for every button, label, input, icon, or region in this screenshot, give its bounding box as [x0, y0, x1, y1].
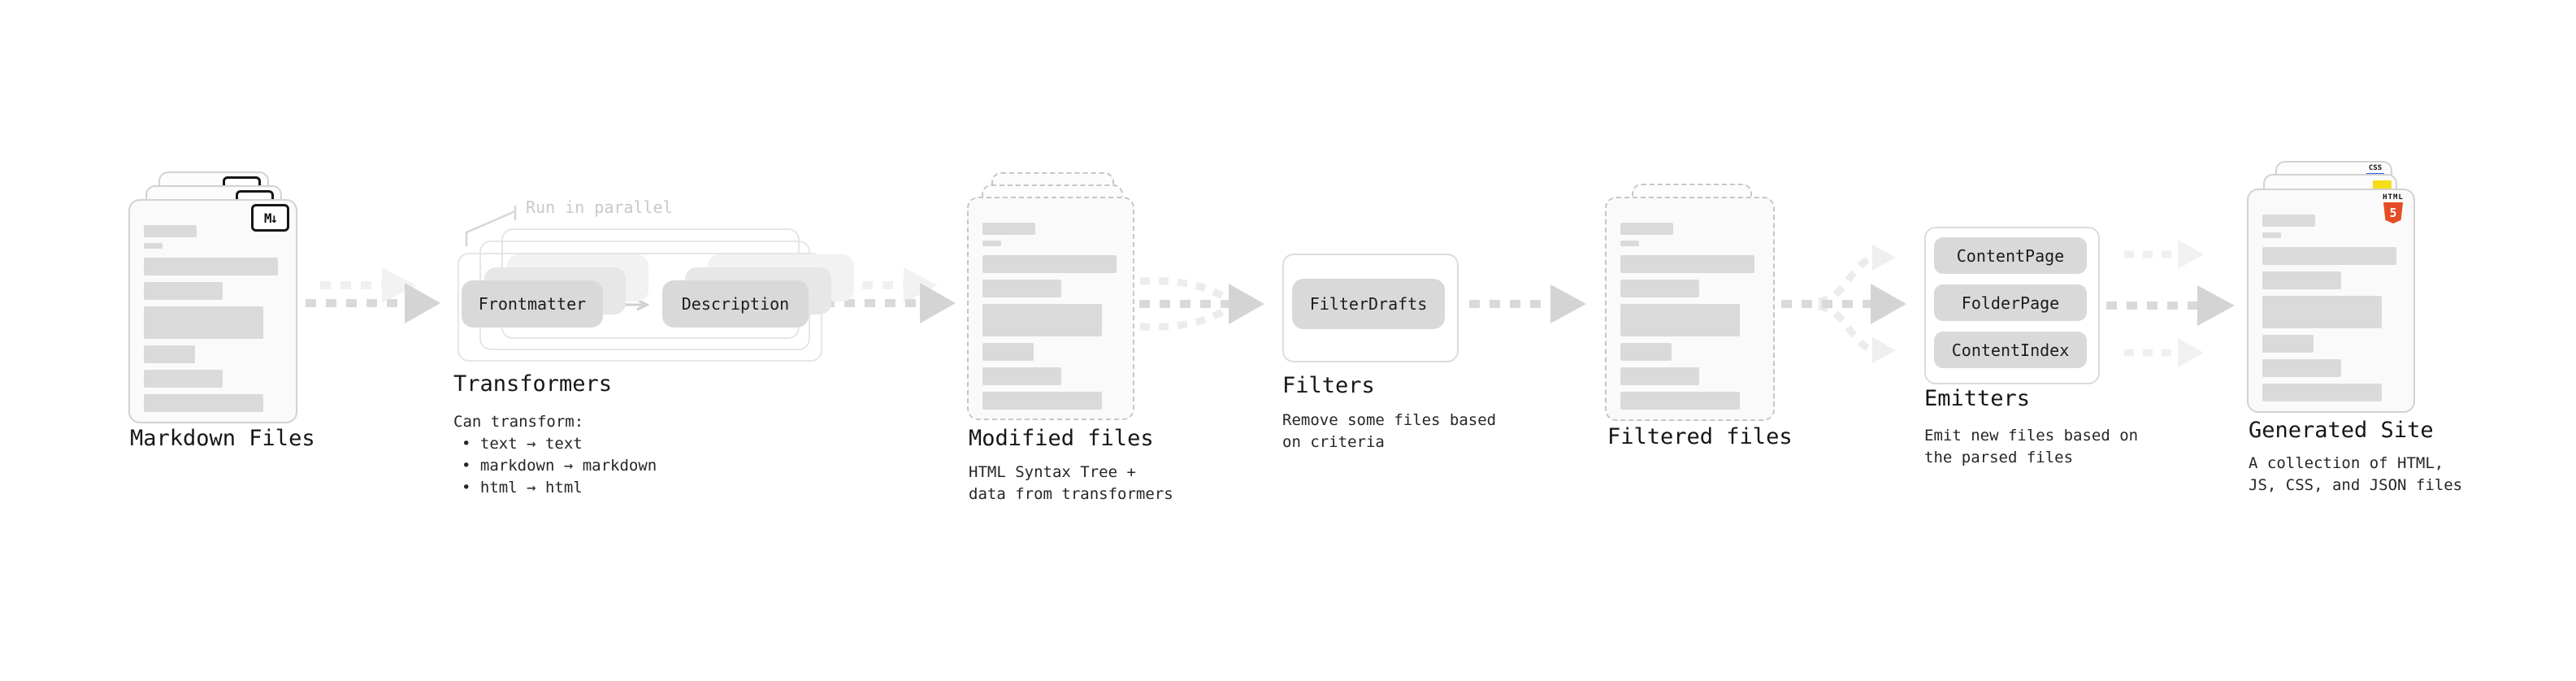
text-line-bar: [144, 345, 195, 363]
text-line-bar: [982, 304, 1102, 336]
text-line-bar: [2262, 359, 2341, 377]
document-card: M↓: [128, 199, 297, 423]
text-line-bar: [982, 392, 1102, 410]
transformers-bullet: • html → html: [462, 479, 583, 497]
text-line-bar: [982, 367, 1061, 385]
text-line-bar: [1620, 392, 1740, 410]
filter-step-filterdrafts: FilterDrafts: [1292, 279, 1445, 329]
text-line-bar: [2262, 232, 2281, 238]
text-line-bar: [144, 370, 223, 388]
html5-icon-label: HTML: [2383, 193, 2404, 202]
arrow-filters-to-filtered: [1469, 284, 1586, 323]
text-line-bar: [982, 223, 1035, 235]
filters-desc: on criteria: [1282, 433, 1385, 451]
text-line-bar: [144, 306, 263, 339]
emitter-step-contentindex: ContentIndex: [1934, 332, 2087, 368]
run-in-parallel-annotation: Run in parallel: [526, 197, 673, 217]
html5-icon: HTML 5: [2383, 193, 2404, 223]
generated-site-desc: A collection of HTML,: [2249, 454, 2444, 472]
text-line-bar: [982, 255, 1117, 273]
emitter-step-contentpage: ContentPage: [1934, 237, 2087, 274]
transformer-step-frontmatter: Frontmatter: [462, 280, 603, 327]
transformers-bullet: • markdown → markdown: [462, 457, 657, 475]
emitters-desc: Emit new files based on: [1924, 427, 2139, 445]
text-line-bar: [1620, 280, 1699, 297]
document-card: HTML 5: [2247, 189, 2415, 413]
filters-desc: Remove some files based: [1282, 411, 1497, 429]
stage-label-markdown-files: Markdown Files: [130, 426, 315, 451]
text-line-bar: [2262, 335, 2314, 353]
transformers-bullet: • text → text: [462, 435, 583, 453]
document-card: [967, 197, 1134, 420]
markdown-icon: M↓: [251, 204, 289, 232]
stage-label-emitters: Emitters: [1924, 386, 2031, 411]
text-line-bar: [144, 282, 223, 300]
text-line-bar: [1620, 304, 1740, 336]
text-line-bar: [144, 225, 197, 237]
css-badge-label: CSS: [2368, 164, 2383, 172]
transformer-step-description: Description: [662, 280, 809, 327]
text-line-bar: [2262, 215, 2315, 227]
arrow-filtered-to-emitters: [1781, 245, 1906, 363]
text-line-bar: [1620, 367, 1699, 385]
text-line-bar: [144, 258, 278, 275]
text-line-bar: [144, 243, 163, 249]
js-badge: [2373, 180, 2392, 189]
transformers-desc-heading: Can transform:: [453, 413, 584, 431]
emitters-desc: the parsed files: [1924, 449, 2074, 466]
text-line-bar: [982, 241, 1001, 246]
html5-shield: 5: [2383, 202, 2403, 223]
arrow-markdown-to-transformers: [306, 267, 440, 323]
text-line-bar: [2262, 384, 2382, 401]
modified-files-desc: HTML Syntax Tree +: [969, 463, 1136, 481]
stage-label-filters: Filters: [1282, 373, 1375, 398]
document-card: [1605, 197, 1775, 421]
text-line-bar: [982, 280, 1061, 297]
text-line-bar: [1620, 223, 1673, 235]
generated-site-desc: JS, CSS, and JSON files: [2249, 476, 2463, 494]
text-line-bar: [2262, 296, 2382, 328]
modified-files-desc: data from transformers: [969, 485, 1173, 503]
stage-label-generated-site: Generated Site: [2249, 418, 2434, 443]
run-in-parallel-callout-line: [465, 206, 517, 246]
text-line-bar: [2262, 247, 2396, 265]
text-line-bar: [982, 343, 1034, 361]
text-line-bar: [2262, 271, 2341, 289]
arrow-modified-to-filters: [1139, 277, 1264, 331]
emitter-step-folderpage: FolderPage: [1934, 284, 2087, 321]
stage-label-modified-files: Modified files: [969, 426, 1154, 451]
stage-label-transformers: Transformers: [453, 371, 613, 397]
arrows-emitters-to-generated: [2106, 240, 2235, 367]
text-line-bar: [144, 394, 263, 412]
text-line-bar: [1620, 241, 1639, 246]
text-line-bar: [1620, 343, 1672, 361]
text-line-bar: [1620, 255, 1754, 273]
stage-label-filtered-files: Filtered files: [1607, 424, 1793, 449]
